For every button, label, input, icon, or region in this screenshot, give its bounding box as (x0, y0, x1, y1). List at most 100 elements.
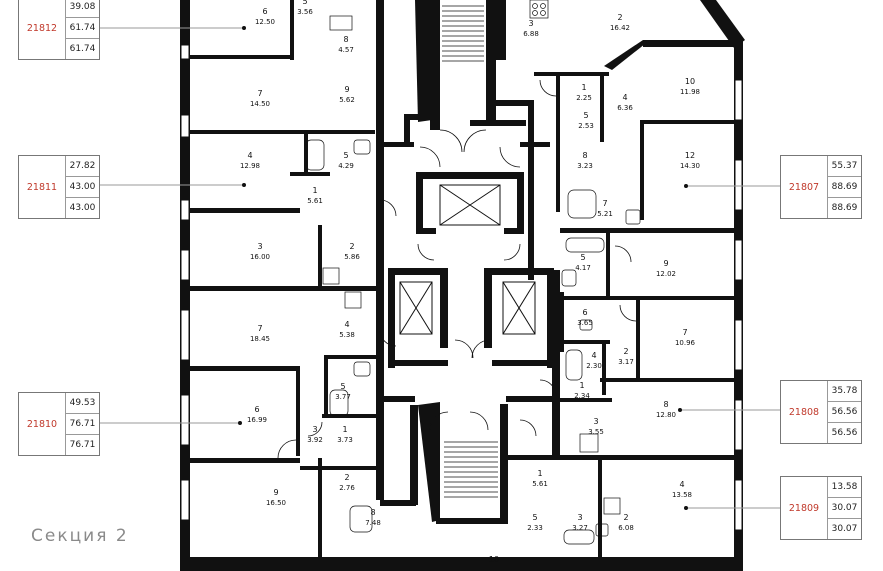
apartment-box-21807[interactable]: 21807 55.37 88.69 88.69 (780, 155, 862, 219)
room-label: 52.53 (578, 111, 594, 130)
apartment-box-21809[interactable]: 21809 13.58 30.07 30.07 (780, 476, 862, 540)
core-wall (384, 142, 414, 147)
lift-wall (388, 360, 448, 366)
room-area: 18.45 (250, 335, 270, 343)
room-label: 46.36 (617, 93, 633, 112)
sink-icon (561, 269, 577, 287)
apartment-box-21812[interactable]: 21812 39.08 61.74 61.74 (18, 0, 100, 60)
room-area: 5.21 (597, 210, 613, 218)
living-area: 35.78 (828, 381, 861, 402)
room-number: 3 (312, 425, 317, 434)
door (469, 411, 489, 431)
total-area-with-balcony: 61.74 (69, 44, 96, 54)
room-number: 2 (349, 242, 354, 251)
core-wall (552, 270, 560, 460)
lift-wall (492, 360, 554, 366)
partition (322, 414, 377, 418)
sanitary-fixtures (305, 0, 641, 545)
leader-dot (242, 183, 246, 187)
room-number: 5 (583, 111, 588, 120)
room-number: 2 (623, 513, 628, 522)
leader-dot (238, 421, 242, 425)
room-label: 23.17 (618, 347, 634, 366)
room-number: 8 (582, 151, 587, 160)
room-area: 3.92 (307, 436, 323, 444)
room-area: 4.57 (338, 46, 354, 54)
partition (640, 120, 736, 124)
room-label: 10 (489, 555, 499, 564)
sink-icon (353, 139, 371, 155)
north-east-corner-wall (700, 0, 745, 48)
room-number: 3 (593, 417, 598, 426)
apartment-box-21810[interactable]: 21810 49.53 76.71 76.71 (18, 392, 100, 456)
room-area: 14.50 (250, 100, 270, 108)
room-number: 9 (663, 259, 668, 268)
room-label: 612.50 (255, 7, 275, 26)
west-facade-wall (180, 0, 190, 571)
room-area: 3.65 (577, 319, 593, 327)
door (499, 146, 521, 168)
core-wall (380, 500, 416, 506)
living-area: 27.82 (66, 156, 99, 177)
bathtub-icon (329, 389, 349, 417)
room-number: 5 (302, 0, 307, 6)
room-area: 4.29 (338, 162, 354, 170)
lift-wall (440, 268, 448, 348)
room-number: 8 (370, 508, 375, 517)
bathtub-icon (563, 529, 595, 545)
apartment-box-21808[interactable]: 21808 35.78 56.56 56.56 (780, 380, 862, 444)
partition (598, 455, 602, 557)
core-wall (486, 0, 496, 120)
room-area: 2.53 (578, 122, 594, 130)
total-area: 30.07 (828, 498, 861, 519)
total-area: 56.56 (828, 402, 861, 423)
partition (296, 366, 300, 456)
partition (190, 55, 290, 59)
room-area: 5.86 (344, 253, 360, 261)
bathtub-icon (349, 505, 373, 533)
lift-wall (416, 228, 436, 234)
door (439, 129, 463, 153)
partition (324, 355, 328, 415)
room-area: 4.17 (575, 264, 591, 272)
outer-walls (180, 0, 745, 571)
leader-dot (678, 408, 682, 412)
elevator-cross (439, 184, 501, 226)
room-number: 7 (682, 328, 687, 337)
room-label: 53.77 (335, 382, 351, 401)
lift-wall (504, 228, 524, 234)
window (180, 114, 190, 138)
total-area-with-balcony: 88.69 (831, 203, 858, 213)
apartment-box-21811[interactable]: 21811 27.82 43.00 43.00 (18, 155, 100, 219)
lift-wall (517, 172, 524, 234)
room-area: 2.33 (527, 524, 543, 532)
bathtub-icon (565, 349, 583, 381)
core-wall (404, 114, 432, 120)
room-number: 6 (582, 308, 587, 317)
room-number: 5 (580, 253, 585, 262)
room-label: 52.33 (527, 513, 543, 532)
room-label: 616.99 (247, 405, 267, 424)
elevator-cab (399, 281, 433, 335)
core-wall (496, 0, 502, 60)
living-area: 13.58 (828, 477, 861, 498)
room-area: 6.08 (618, 524, 634, 532)
stairs (442, 5, 498, 498)
room-area: 13.58 (672, 491, 692, 499)
room-number: 7 (257, 89, 262, 98)
room-label: 53.56 (297, 0, 313, 16)
core-wall (506, 396, 552, 402)
door (463, 129, 487, 153)
east-partitions (502, 0, 736, 557)
partition (290, 172, 330, 176)
room-area: 7.48 (365, 519, 381, 527)
room-number: 4 (344, 320, 349, 329)
room-number: 2 (617, 13, 622, 22)
room-label: 54.29 (338, 151, 354, 170)
room-label: 33.55 (588, 417, 604, 436)
bathtub-icon (305, 139, 325, 171)
room-area: 12.02 (656, 270, 676, 278)
room-number: 8 (343, 35, 348, 44)
partition (318, 458, 322, 558)
